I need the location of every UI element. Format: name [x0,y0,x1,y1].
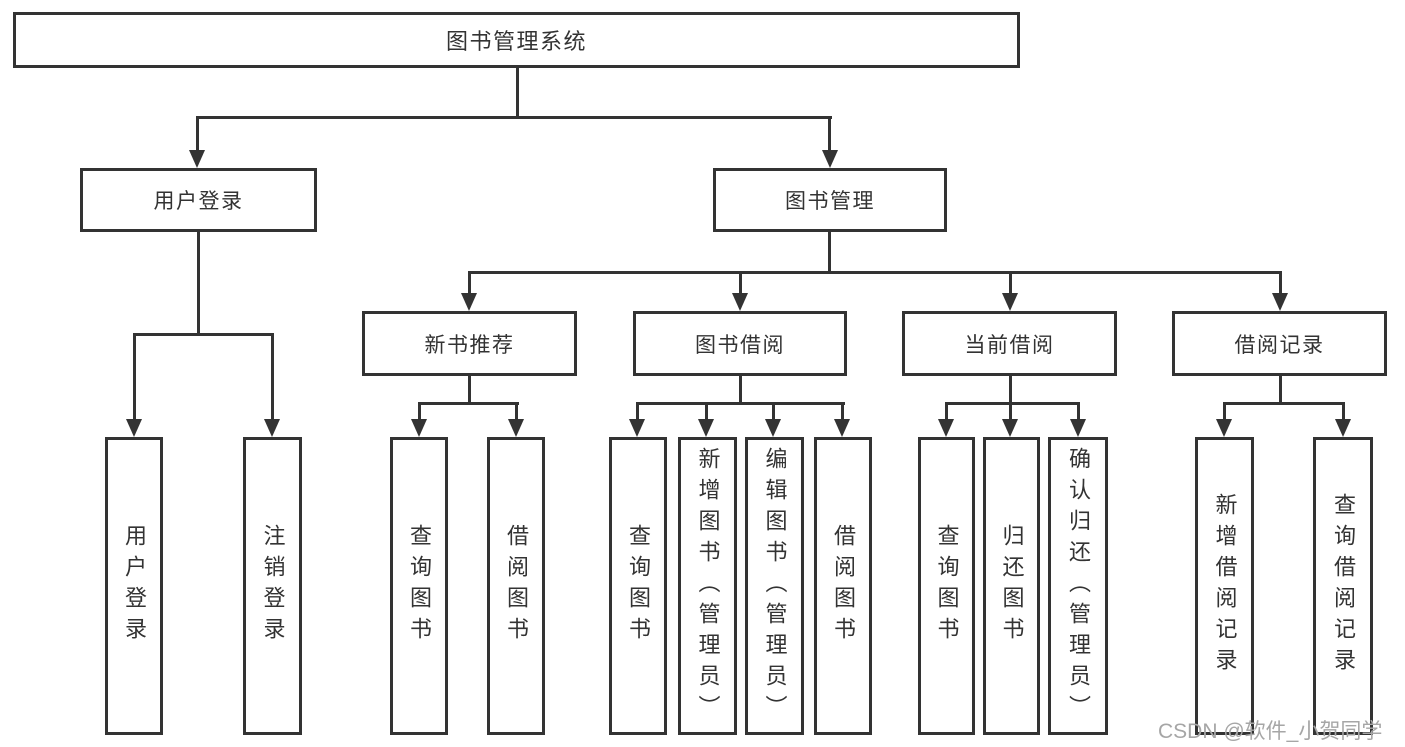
connector-line [468,271,471,296]
arrowhead-down [732,293,748,311]
connector-line [133,333,136,419]
connector-line [636,402,845,405]
arrowhead-down [189,150,205,168]
connector-line [828,232,831,273]
node-current-borrowing: 当前借阅 [902,311,1117,376]
arrowhead-down [1002,293,1018,311]
node-new-book-recommendation: 新书推荐 [362,311,577,376]
connector-line [271,333,274,419]
connector-line [1223,402,1226,421]
connector-line [133,333,274,336]
leaf-borrow-books-recommend: 借阅图书 [487,437,545,735]
leaf-label: 归还图书 [999,524,1025,648]
connector-line [1342,402,1345,421]
leaf-return-books: 归还图书 [983,437,1040,735]
node-label: 图书借阅 [695,333,785,357]
leaf-query-borrow-record: 查询借阅记录 [1313,437,1373,735]
connector-line [841,402,844,421]
leaf-query-books-borrowing: 查询图书 [609,437,667,735]
leaf-label: 用户登录 [122,524,147,648]
node-label: 当前借阅 [964,333,1055,357]
arrowhead-down [508,419,524,437]
connector-line [197,232,200,334]
leaf-label: 查询图书 [934,524,960,648]
arrowhead-down [411,419,427,437]
connector-line [1009,376,1012,405]
arrowhead-down [1216,419,1232,437]
connector-line [516,68,519,118]
leaf-label: 编辑图书（管理员） [762,446,788,726]
leaf-label: 确认归还（管理员） [1066,446,1091,726]
node-book-management: 图书管理 [713,168,947,232]
connector-line [828,116,831,152]
node-label: 图书管理系统 [445,29,587,54]
node-library-management-system: 图书管理系统 [13,12,1020,68]
node-label: 用户登录 [153,190,244,213]
connector-line [1009,271,1012,296]
connector-line [772,402,775,421]
leaf-label: 查询借阅记录 [1331,493,1356,679]
node-book-borrowing: 图书借阅 [633,311,847,376]
connector-line [739,376,742,405]
leaf-query-books-recommend: 查询图书 [390,437,448,735]
leaf-query-books-current: 查询图书 [918,437,975,735]
leaf-logout: 注销登录 [243,437,302,735]
leaf-add-books-admin: 新增图书（管理员） [678,437,737,735]
connector-line [1279,376,1282,405]
arrowhead-down [1002,419,1018,437]
csdn-watermark: CSDN @软件_小贺同学 [1158,720,1383,743]
connector-line [418,402,519,405]
node-label: 借阅记录 [1234,333,1325,357]
connector-line [636,402,639,421]
leaf-edit-books-admin: 编辑图书（管理员） [745,437,804,735]
arrowhead-down [765,419,781,437]
connector-line [418,402,421,421]
leaf-user-login: 用户登录 [105,437,163,735]
leaf-label: 借阅图书 [504,524,529,648]
connector-line [945,402,948,421]
connector-line [468,376,471,405]
arrowhead-down [126,419,142,437]
leaf-borrow-books: 借阅图书 [814,437,872,735]
arrowhead-down [938,419,954,437]
leaf-label: 注销登录 [260,524,286,648]
connector-line [705,402,708,421]
connector-line [196,116,199,152]
arrowhead-down [1335,419,1351,437]
node-label: 新书推荐 [424,333,515,357]
connector-line [468,271,1282,274]
connector-line [1279,271,1282,296]
leaf-add-borrow-record: 新增借阅记录 [1195,437,1254,735]
arrowhead-down [698,419,714,437]
node-user-login: 用户登录 [80,168,317,232]
arrowhead-down [1272,293,1288,311]
leaf-label: 新增借阅记录 [1212,493,1238,679]
arrowhead-down [461,293,477,311]
arrowhead-down [834,419,850,437]
connector-line [196,116,832,119]
connector-line [1077,402,1080,421]
node-label: 图书管理 [785,190,875,213]
connector-line [515,402,518,421]
leaf-label: 查询图书 [626,524,651,648]
arrowhead-down [264,419,280,437]
connector-line [1223,402,1344,405]
leaf-label: 新增图书（管理员） [695,446,721,726]
leaf-label: 查询图书 [407,524,432,648]
arrowhead-down [629,419,645,437]
arrowhead-down [1070,419,1086,437]
arrowhead-down [822,150,838,168]
connector-line [1009,402,1012,421]
connector-line [739,271,742,296]
leaf-confirm-return-admin: 确认归还（管理员） [1048,437,1108,735]
connector-line [945,402,1080,405]
leaf-label: 借阅图书 [831,524,856,648]
node-borrowing-records: 借阅记录 [1172,311,1387,376]
